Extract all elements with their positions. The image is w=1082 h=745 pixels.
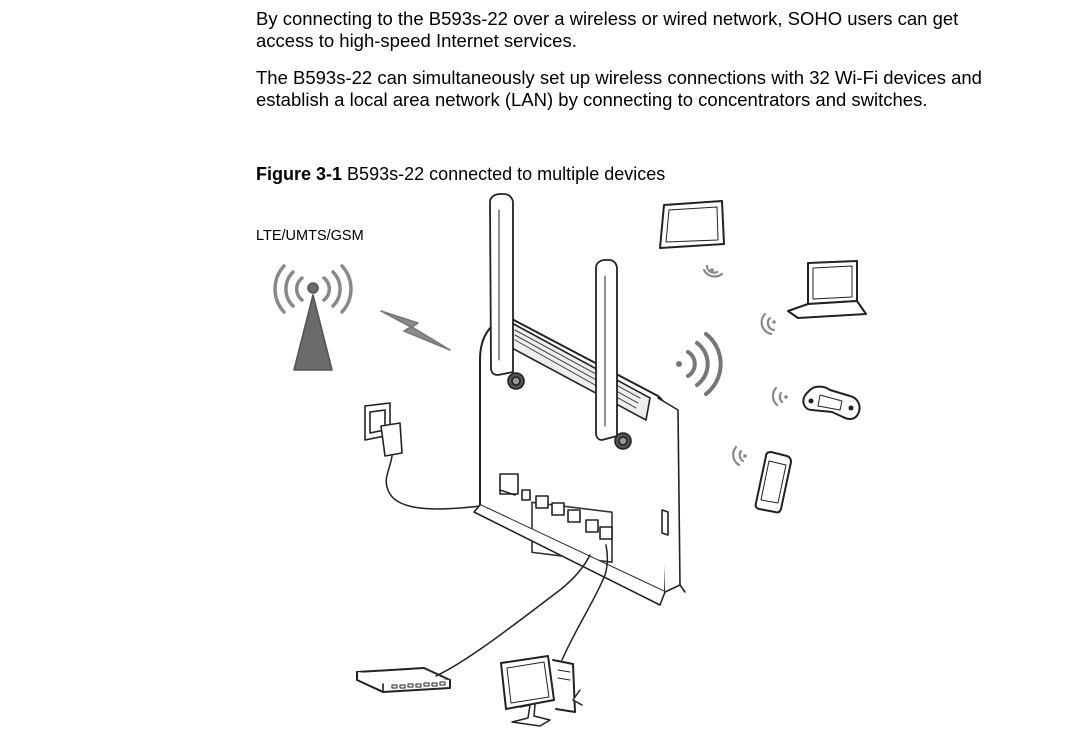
tablet-icon	[659, 200, 725, 278]
switch-icon	[356, 554, 591, 693]
capability-paragraph: The B593s-22 can simultaneously set up w…	[256, 67, 982, 110]
ethernet-cables	[499, 489, 516, 496]
figure-label: Figure 3-1	[256, 164, 343, 184]
figure-title: B593s-22 connected to multiple devices	[347, 164, 666, 184]
antenna-right	[595, 259, 632, 450]
smartphone-icon	[732, 445, 792, 514]
network-label: LTE/UMTS/GSM	[256, 228, 364, 244]
intro-paragraph: By connecting to the B593s-22 over a wir…	[256, 8, 959, 51]
router-icon	[473, 193, 686, 606]
wifi-waves-icon	[676, 332, 723, 396]
cell-tower-icon	[273, 264, 353, 371]
antenna-left	[489, 193, 525, 390]
power-adapter-icon	[364, 402, 516, 510]
desktop-computer-icon	[500, 544, 609, 727]
laptop-icon	[760, 260, 867, 336]
lightning-icon	[380, 310, 451, 351]
figure-caption: Figure 3-1 B593s-22 connected to multipl…	[256, 163, 665, 185]
game-console-icon	[771, 385, 861, 420]
